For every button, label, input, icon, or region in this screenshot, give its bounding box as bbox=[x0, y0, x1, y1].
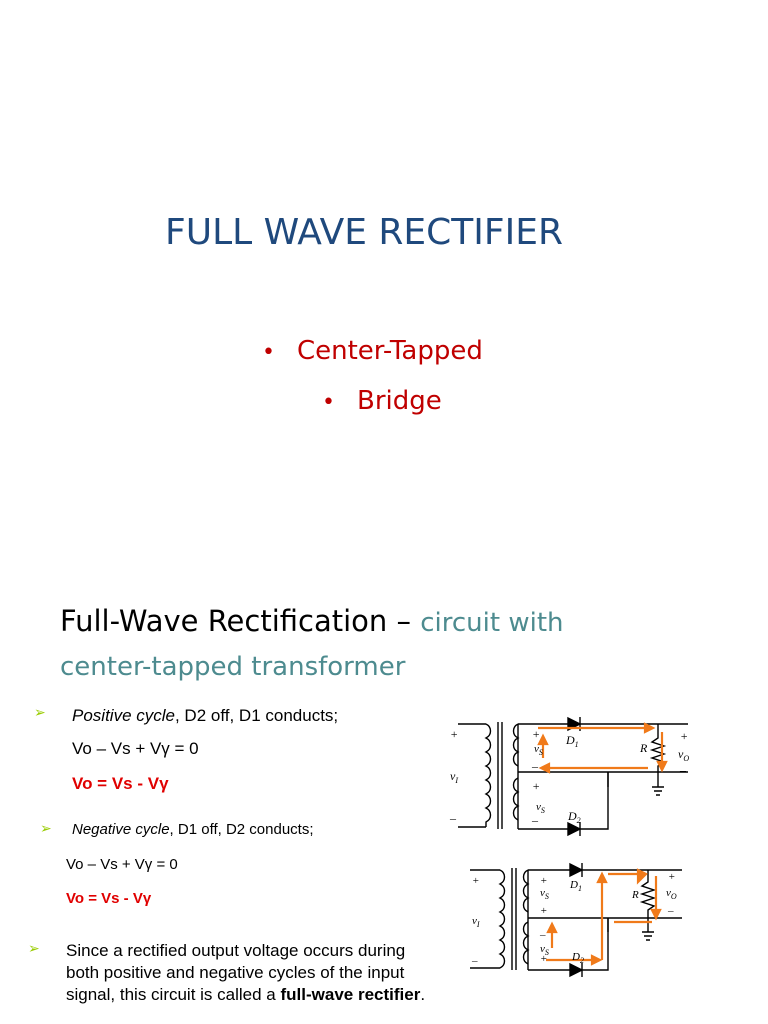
negative-eq2: Vo = Vs - Vγ bbox=[66, 890, 152, 907]
circuit-negative-cycle: + – vI + + vS – + vS D1 D2 R + – vO bbox=[470, 862, 682, 978]
bullet-dot-icon: • bbox=[322, 390, 335, 415]
negative-cycle-label: Negative cycle bbox=[72, 821, 170, 838]
circuit-positive-cycle: + – vI + – vS + – vS D1 D2 R + – vO bbox=[449, 716, 689, 837]
positive-cycle-desc: , D2 off, D1 conducts; bbox=[174, 706, 339, 725]
svg-text:R: R bbox=[631, 889, 639, 901]
svg-text:vI: vI bbox=[472, 915, 480, 929]
arrow-bullet-icon: ➢ bbox=[40, 820, 52, 836]
title-main: Full-Wave Rectification – bbox=[60, 604, 421, 638]
svg-text:+: + bbox=[450, 727, 458, 741]
bullet-text: Bridge bbox=[356, 386, 442, 416]
note-bold: full-wave rectifier bbox=[280, 985, 421, 1004]
slide2-title: Full-Wave Rectification – circuit with c… bbox=[60, 600, 660, 688]
svg-text:–: – bbox=[531, 759, 539, 773]
svg-text:–: – bbox=[531, 813, 539, 827]
svg-text:+: + bbox=[680, 729, 688, 743]
svg-text:+: + bbox=[532, 779, 540, 793]
positive-cycle-line: Positive cycle, D2 off, D1 conducts; bbox=[72, 706, 338, 726]
svg-text:–: – bbox=[471, 955, 478, 967]
note-suffix: . bbox=[420, 985, 426, 1004]
positive-eq1: Vo – Vs + Vγ = 0 bbox=[72, 739, 199, 758]
positive-cycle-label: Positive cycle bbox=[72, 706, 175, 725]
svg-text:vS: vS bbox=[534, 743, 543, 757]
arrow-bullet-icon: ➢ bbox=[28, 940, 40, 956]
bullet-dot-icon: • bbox=[262, 340, 275, 365]
bullet-center-tapped: • Center-Tapped bbox=[262, 336, 483, 366]
negative-cycle-line: Negative cycle, D1 off, D2 conducts; bbox=[72, 821, 314, 838]
svg-text:D1: D1 bbox=[565, 733, 579, 749]
svg-text:vS: vS bbox=[540, 943, 549, 957]
svg-text:+: + bbox=[532, 727, 540, 741]
svg-text:R: R bbox=[639, 741, 648, 755]
svg-text:vO: vO bbox=[678, 747, 689, 763]
svg-text:+: + bbox=[540, 875, 547, 887]
svg-text:D2: D2 bbox=[571, 951, 584, 965]
title-accent: circuit with center-tapped transformer bbox=[60, 608, 564, 682]
arrow-bullet-icon: ➢ bbox=[34, 704, 46, 720]
svg-text:–: – bbox=[679, 763, 687, 777]
bullet-bridge: • Bridge bbox=[322, 386, 442, 416]
svg-text:+: + bbox=[540, 905, 547, 917]
note-paragraph: Since a rectified output voltage occurs … bbox=[66, 940, 436, 1006]
svg-text:D2: D2 bbox=[567, 809, 581, 825]
negative-eq1: Vo – Vs + Vγ = 0 bbox=[66, 856, 178, 873]
svg-text:+: + bbox=[540, 953, 547, 965]
svg-text:vO: vO bbox=[666, 887, 677, 901]
svg-text:+: + bbox=[668, 871, 675, 883]
note-text: Since a rectified output voltage occurs … bbox=[66, 941, 406, 1004]
positive-eq2: Vo = Vs - Vγ bbox=[72, 774, 169, 793]
svg-text:–: – bbox=[449, 811, 457, 825]
svg-text:–: – bbox=[539, 929, 546, 941]
svg-text:vI: vI bbox=[450, 769, 458, 785]
negative-cycle-desc: , D1 off, D2 conducts; bbox=[169, 821, 314, 838]
svg-text:–: – bbox=[667, 905, 674, 917]
bullet-text: Center-Tapped bbox=[296, 336, 483, 366]
svg-text:vS: vS bbox=[536, 801, 545, 815]
svg-text:D1: D1 bbox=[569, 879, 582, 893]
svg-text:vS: vS bbox=[540, 887, 549, 901]
svg-text:+: + bbox=[472, 875, 479, 887]
slide-title: FULL WAVE RECTIFIER bbox=[165, 212, 563, 253]
